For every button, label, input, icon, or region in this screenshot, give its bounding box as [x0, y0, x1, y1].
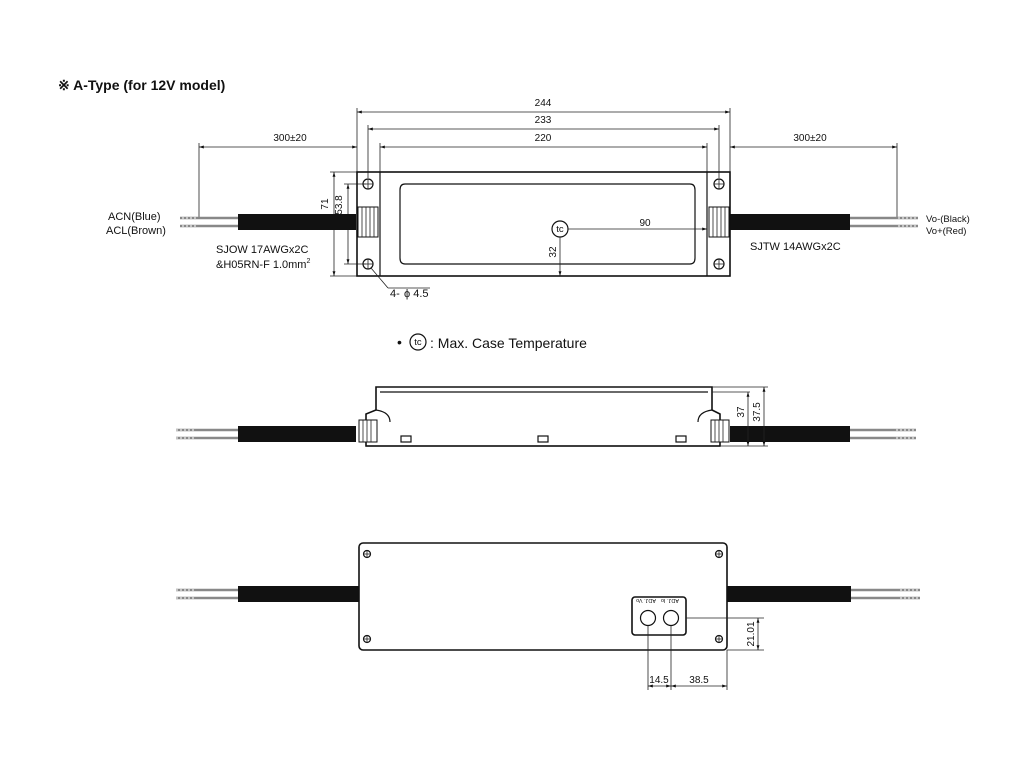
output-label-vo-pos: Vo+(Red): [926, 226, 966, 237]
dim-overall-length: 244: [535, 98, 552, 109]
mounting-hole-diameter: ϕ 4.5: [404, 288, 429, 300]
dim-side-height-37: 37: [736, 406, 747, 418]
dim-height: 71: [320, 198, 331, 210]
note-tc-symbol: tc: [414, 337, 422, 348]
dim-tc-y: 32: [548, 246, 559, 258]
dim-pot-x: 38.5: [689, 675, 709, 686]
potentiometer-vo-icon[interactable]: [639, 609, 657, 627]
mounting-hole-icon: [714, 634, 724, 644]
dim-pot-spacing: 14.5: [649, 675, 669, 686]
tc-note: • tc : Max. Case Temperature: [397, 333, 587, 351]
dim-tc-x: 90: [639, 218, 651, 229]
output-label-vo-neg: Vo-(Black): [926, 214, 970, 225]
mounting-hole-count: 4-: [390, 288, 400, 300]
mounting-hole-icon: [362, 634, 372, 644]
dim-pot-y: 21.01: [746, 621, 757, 646]
mounting-hole-icon: [713, 178, 725, 190]
input-cable-spec-2-text: &H05RN-F 1.0mm: [216, 259, 306, 271]
pot-label-io: ADJ. Io: [661, 597, 679, 603]
input-label-acn: ACN(Blue): [108, 211, 161, 223]
adjustment-potentiometer-panel: ADJ. Vo ADJ. Io: [631, 596, 687, 636]
dim-hole-vertical: 53.8: [334, 195, 345, 215]
note-tc-icon: [409, 333, 427, 351]
note-bullet: •: [397, 334, 402, 350]
mounting-hole-icon: [362, 178, 374, 190]
dim-hole-spacing: 233: [535, 115, 552, 126]
input-cable-spec-sup: 2: [306, 258, 310, 265]
potentiometer-io-icon[interactable]: [662, 609, 680, 627]
input-label-acl: ACL(Brown): [106, 225, 166, 237]
mounting-hole-icon: [714, 549, 724, 559]
output-cable-spec: SJTW 14AWGx2C: [750, 241, 841, 253]
input-cable-spec-2: &H05RN-F 1.0mm2: [216, 258, 310, 271]
input-cable-spec-1: SJOW 17AWGx2C: [216, 244, 309, 256]
top-view: 244 233 220 300±20 300±20 71 53.8: [106, 98, 970, 300]
mounting-hole-icon: [362, 258, 374, 270]
side-view: 37 37.5: [176, 386, 916, 447]
dim-body-length: 220: [535, 133, 552, 144]
dim-right-cable: 300±20: [793, 133, 827, 144]
mounting-hole-icon: [362, 549, 372, 559]
pot-label-vo: ADJ. Vo: [636, 597, 656, 603]
drawing-title: ※ A-Type (for 12V model): [58, 77, 225, 93]
dim-side-height-37-5: 37.5: [752, 402, 763, 422]
mounting-hole-icon: [713, 258, 725, 270]
tc-point-label: tc: [556, 224, 564, 235]
note-text: : Max. Case Temperature: [430, 335, 587, 351]
bottom-view: ADJ. Vo ADJ. Io 21.01 14.5 38.5: [176, 542, 920, 690]
dim-left-cable: 300±20: [273, 133, 307, 144]
